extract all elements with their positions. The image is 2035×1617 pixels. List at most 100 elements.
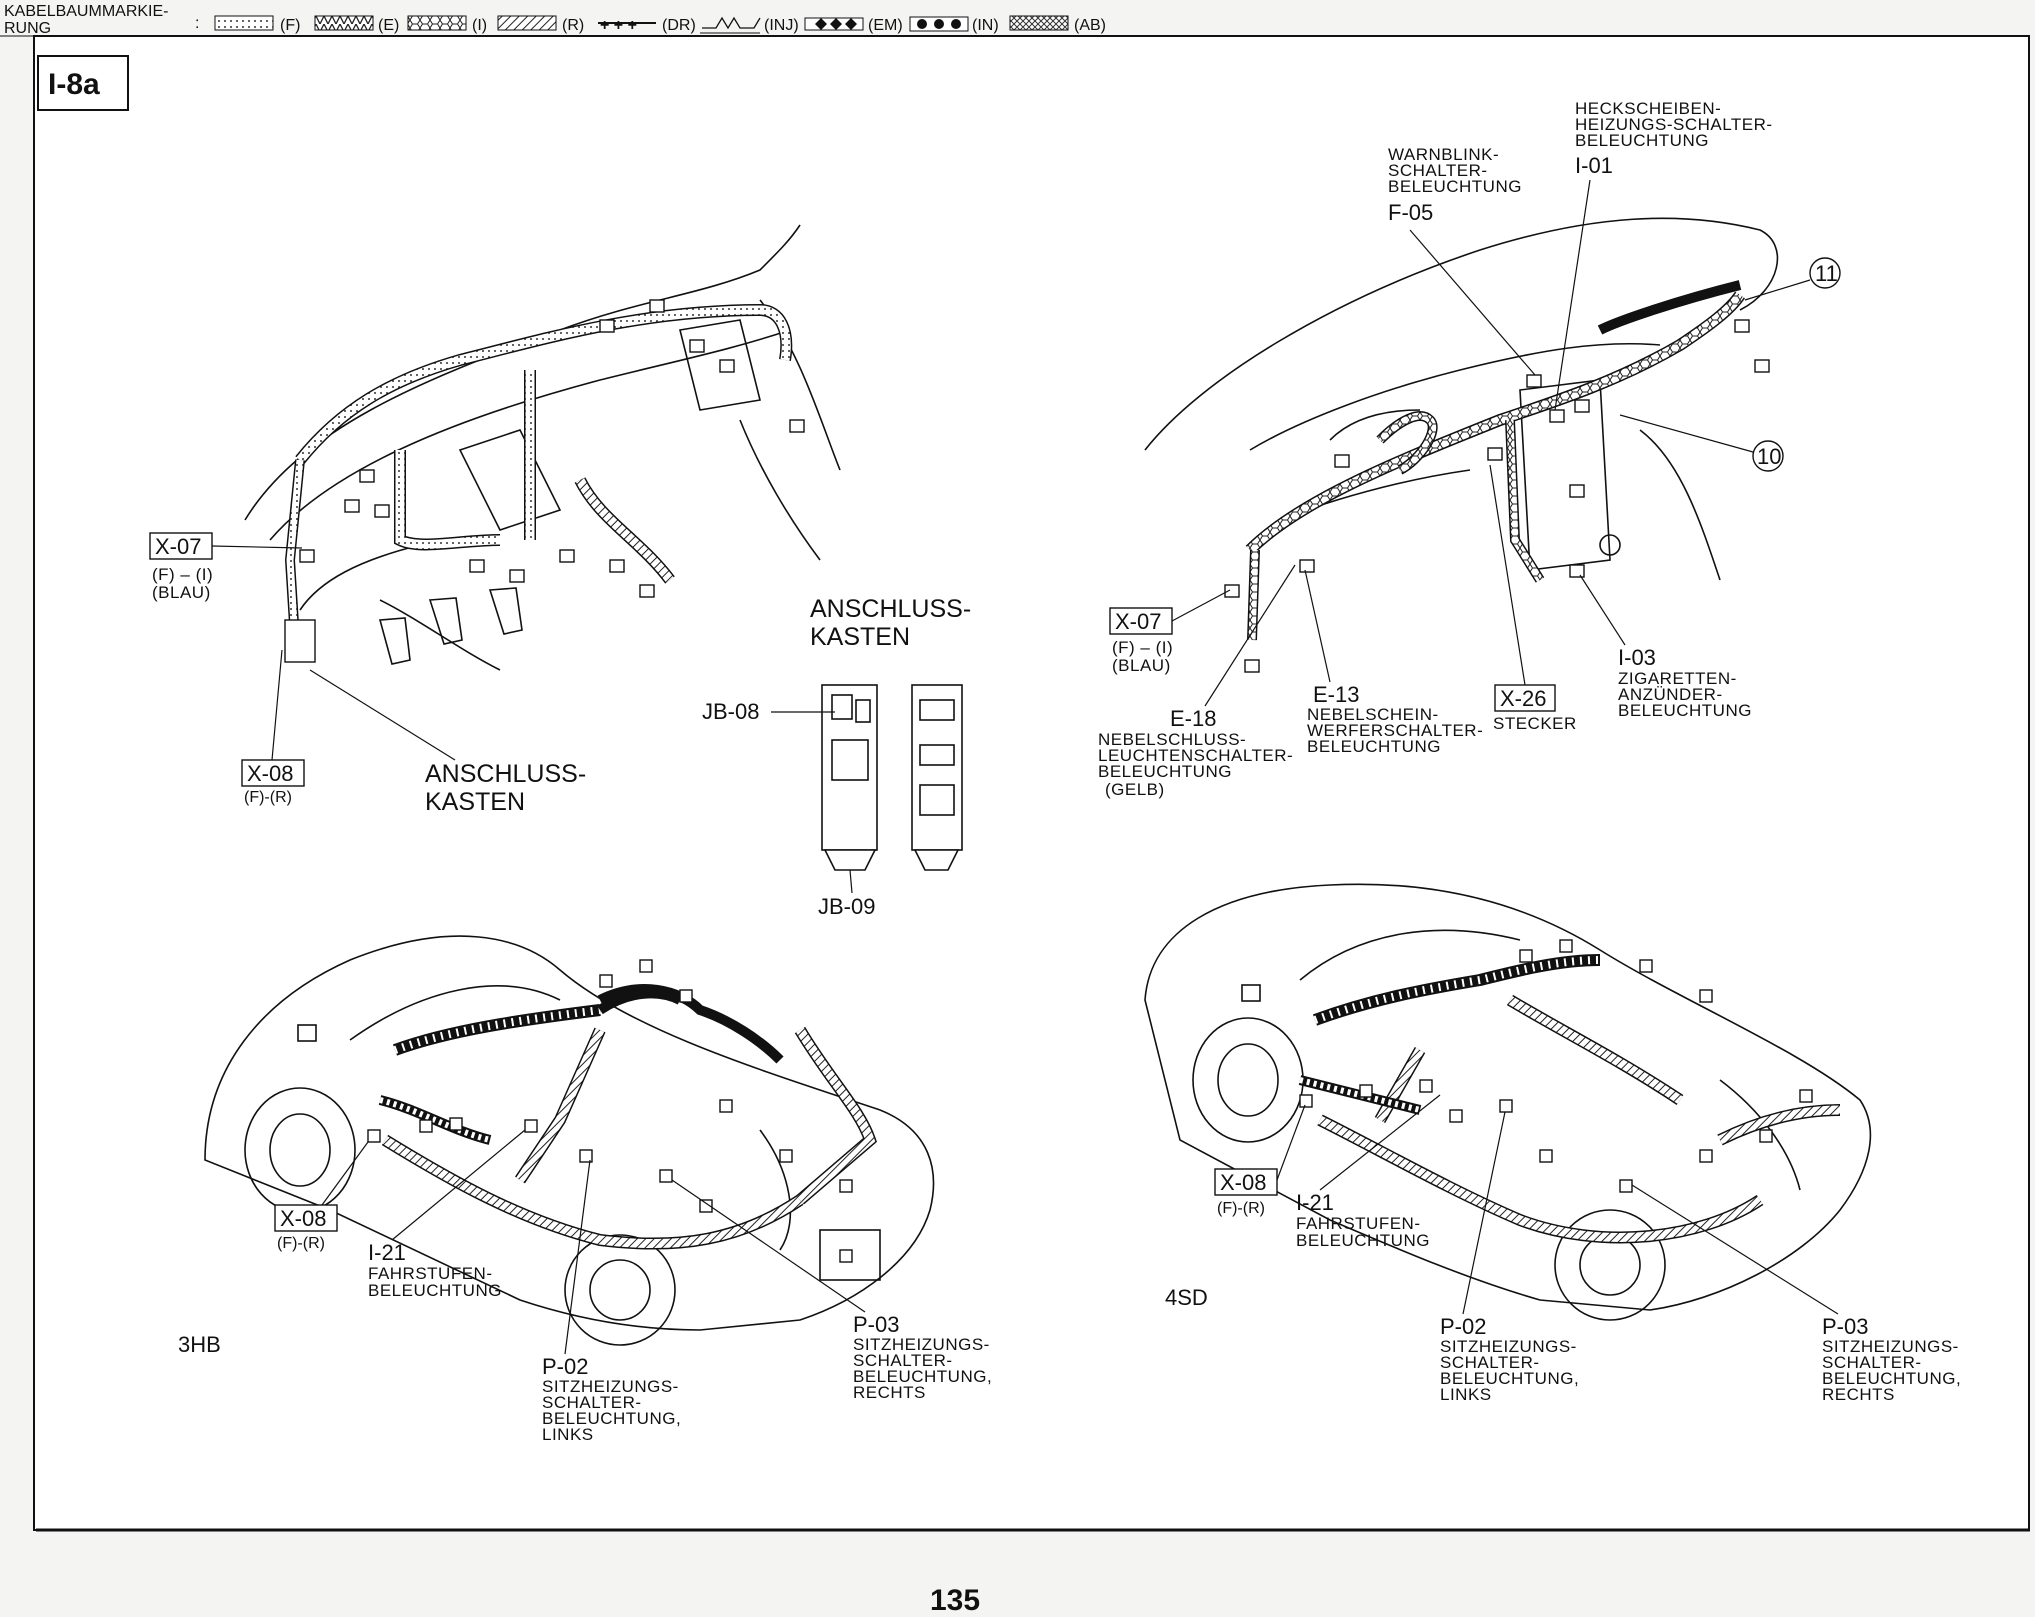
label-p02-4sd: P-02 SITZHEIZUNGS- SCHALTER- BELEUCHTUNG… — [1440, 1111, 1579, 1404]
svg-text:SITZHEIZUNGS-: SITZHEIZUNGS- — [1440, 1337, 1577, 1356]
svg-text:(F) – (I): (F) – (I) — [152, 565, 213, 584]
svg-text:SCHALTER-: SCHALTER- — [1822, 1353, 1922, 1372]
svg-text:I-21: I-21 — [368, 1240, 406, 1265]
svg-text:X-07: X-07 — [155, 534, 201, 559]
svg-text:P-02: P-02 — [1440, 1314, 1486, 1339]
svg-text:BELEUCHTUNG: BELEUCHTUNG — [368, 1281, 502, 1300]
label-i21-3hb: I-21 FAHRSTUFEN- BELEUCHTUNG — [368, 1129, 526, 1300]
label-x07-left: X-07 (F) – (I) (BLAU) — [149, 532, 303, 602]
label-p03-4sd: P-03 SITZHEIZUNGS- SCHALTER- BELEUCHTUNG… — [1631, 1184, 1961, 1404]
svg-text:SITZHEIZUNGS-: SITZHEIZUNGS- — [853, 1335, 990, 1354]
svg-text:FAHRSTUFEN-: FAHRSTUFEN- — [1296, 1214, 1421, 1233]
legend-code-e: (E) — [378, 17, 399, 34]
legend-title-2: RUNG — [4, 20, 51, 37]
legend-code-inj: (INJ) — [764, 17, 799, 34]
harness-bundle-right — [1245, 280, 1745, 641]
svg-text:BELEUCHTUNG: BELEUCHTUNG — [1618, 701, 1752, 720]
model-4sd: 4SD — [1165, 1285, 1208, 1310]
svg-text:X-08: X-08 — [1220, 1170, 1266, 1195]
svg-text:BELEUCHTUNG,: BELEUCHTUNG, — [1822, 1369, 1961, 1388]
svg-text:10: 10 — [1757, 444, 1781, 469]
label-p02-3hb: P-02 SITZHEIZUNGS- SCHALTER- BELEUCHTUNG… — [542, 1159, 681, 1444]
label-x07-right: X-07 (F) – (I) (BLAU) — [1109, 589, 1231, 675]
svg-text:BELEUCHTUNG,: BELEUCHTUNG, — [1440, 1369, 1579, 1388]
svg-text:HEIZUNGS-SCHALTER-: HEIZUNGS-SCHALTER- — [1575, 115, 1773, 134]
svg-text:KASTEN: KASTEN — [810, 623, 910, 651]
svg-text:WARNBLINK-: WARNBLINK- — [1388, 145, 1499, 164]
svg-text:BELEUCHTUNG: BELEUCHTUNG — [1388, 177, 1522, 196]
legend-diamond-pattern — [804, 17, 864, 31]
svg-text:BELEUCHTUNG: BELEUCHTUNG — [1575, 131, 1709, 150]
connectors-left — [284, 299, 805, 663]
svg-text:ANSCHLUSS-: ANSCHLUSS- — [425, 760, 586, 788]
legend-wave-pattern — [702, 16, 761, 30]
svg-text:SCHALTER-: SCHALTER- — [1388, 161, 1488, 180]
label-x08-4sd: X-08 (F)-(R) — [1214, 1104, 1306, 1217]
svg-text:HECKSCHEIBEN-: HECKSCHEIBEN- — [1575, 99, 1721, 118]
label-x08-left: X-08 (F)-(R) — [241, 649, 305, 806]
svg-text:SITZHEIZUNGS-: SITZHEIZUNGS- — [1822, 1337, 1959, 1356]
svg-text:BELEUCHTUNG: BELEUCHTUNG — [1296, 1231, 1430, 1250]
callout-10: 10 — [1619, 414, 1784, 472]
label-e18: E-18 NEBELSCHLUSS- LEUCHTENSCHALTER- BEL… — [1098, 564, 1296, 799]
svg-text:(F)-(R): (F)-(R) — [244, 789, 292, 806]
svg-text:SITZHEIZUNGS-: SITZHEIZUNGS- — [542, 1377, 679, 1396]
legend-plus-pattern: + + + — [598, 17, 656, 34]
svg-text:E-13: E-13 — [1313, 682, 1359, 707]
svg-text:(BLAU): (BLAU) — [1112, 656, 1171, 675]
label-i01: HECKSCHEIBEN- HEIZUNGS-SCHALTER- BELEUCH… — [1554, 99, 1773, 411]
page-frame — [33, 35, 2030, 1531]
legend-title: KABELBAUMMARKIE- — [4, 3, 168, 20]
legend-code-in: (IN) — [972, 17, 999, 34]
svg-text:SCHALTER-: SCHALTER- — [1440, 1353, 1540, 1372]
svg-text:I-03: I-03 — [1618, 645, 1656, 670]
svg-text:X-08: X-08 — [280, 1206, 326, 1231]
jb08-label: JB-08 — [702, 699, 759, 724]
junction-box-detail: ANSCHLUSS- KASTEN JB-08 JB-09 — [702, 595, 971, 919]
svg-text:P-03: P-03 — [1822, 1314, 1868, 1339]
svg-text:SCHALTER-: SCHALTER- — [853, 1351, 953, 1370]
svg-text:(F) – (I): (F) – (I) — [1112, 638, 1173, 657]
connectors-right — [1224, 319, 1770, 673]
svg-text:X-08: X-08 — [247, 761, 293, 786]
legend-separator: : — [195, 15, 199, 32]
svg-text:BELEUCHTUNG,: BELEUCHTUNG, — [542, 1409, 681, 1428]
label-x26: X-26 STECKER — [1489, 464, 1577, 733]
dashboard-right — [1144, 217, 1779, 581]
page-number: 135 — [930, 1584, 980, 1612]
svg-text:X-07: X-07 — [1115, 609, 1161, 634]
legend-code-r: (R) — [562, 17, 584, 34]
label-f05: WARNBLINK- SCHALTER- BELEUCHTUNG F-05 — [1388, 145, 1536, 376]
legend: KABELBAUMMARKIE- RUNG : (F) (E) (I) (R) … — [0, 3, 1106, 37]
svg-text:WERFERSCHALTER-: WERFERSCHALTER- — [1307, 721, 1483, 740]
svg-text:(F)-(R): (F)-(R) — [1217, 1200, 1265, 1217]
svg-text:BELEUCHTUNG: BELEUCHTUNG — [1098, 762, 1232, 781]
svg-text:P-03: P-03 — [853, 1312, 899, 1337]
label-e13: E-13 NEBELSCHEIN- WERFERSCHALTER- BELEUC… — [1304, 569, 1483, 756]
svg-text:NEBELSCHEIN-: NEBELSCHEIN- — [1307, 705, 1439, 724]
label-p03-3hb: P-03 SITZHEIZUNGS- SCHALTER- BELEUCHTUNG… — [671, 1179, 992, 1402]
svg-text:LINKS: LINKS — [542, 1425, 594, 1444]
svg-text:X-26: X-26 — [1500, 686, 1546, 711]
svg-text:E-18: E-18 — [1170, 706, 1216, 731]
legend-code-ab: (AB) — [1074, 17, 1106, 34]
label-i21-4sd: I-21 FAHRSTUFEN- BELEUCHTUNG — [1296, 1094, 1441, 1250]
svg-text:RECHTS: RECHTS — [853, 1383, 926, 1402]
svg-text:P-02: P-02 — [542, 1354, 588, 1379]
svg-text:STECKER: STECKER — [1493, 714, 1577, 733]
label-x08-3hb: X-08 (F)-(R) — [274, 1141, 369, 1252]
jb09-label: JB-09 — [818, 894, 875, 919]
svg-text:ANZÜNDER-: ANZÜNDER- — [1618, 685, 1723, 704]
svg-text:+ + +: + + + — [600, 17, 637, 34]
svg-text:(BLAU): (BLAU) — [152, 583, 211, 602]
harness-bundle-left — [284, 303, 793, 641]
svg-text:BELEUCHTUNG: BELEUCHTUNG — [1307, 737, 1441, 756]
svg-text:KASTEN: KASTEN — [425, 788, 525, 816]
legend-circle-pattern — [909, 16, 969, 32]
model-3hb: 3HB — [178, 1332, 221, 1357]
connectors-4sd — [1299, 939, 1813, 1193]
svg-text:(F)-(R): (F)-(R) — [277, 1235, 325, 1252]
svg-text:ANSCHLUSS-: ANSCHLUSS- — [810, 595, 971, 623]
